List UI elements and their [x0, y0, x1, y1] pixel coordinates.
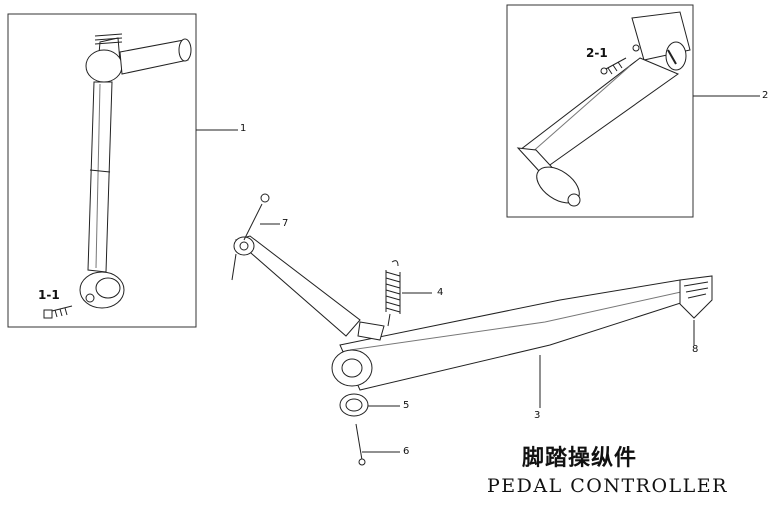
- title-chinese: 脚踏操纵件: [522, 446, 638, 471]
- pin-part-7: [243, 193, 270, 241]
- bushing-part-5: [339, 393, 369, 417]
- title-english: PEDAL CONTROLLER: [487, 475, 728, 497]
- spring-part-4: [385, 260, 401, 327]
- callout-1: 1: [240, 123, 247, 134]
- callout-6: 6: [403, 446, 410, 457]
- linkage-arm: [231, 235, 385, 341]
- callout-1-1: 1-1: [38, 288, 60, 302]
- cotter-pin-part-6: [355, 423, 366, 466]
- callout-3: 3: [534, 410, 541, 421]
- callout-7: 7: [282, 218, 289, 229]
- kick-lever-part-2: [516, 11, 691, 207]
- callout-2: 2: [762, 90, 769, 101]
- callout-8: 8: [692, 344, 699, 355]
- pedal-arm-part-3: [331, 275, 713, 391]
- callout-2-1: 2-1: [586, 46, 608, 60]
- inset-frame-part-2: [506, 4, 694, 218]
- inset-frame-part-1: [7, 13, 197, 328]
- callout-4: 4: [437, 287, 444, 298]
- kick-lever-part-1: [43, 33, 192, 319]
- callout-5: 5: [403, 400, 410, 411]
